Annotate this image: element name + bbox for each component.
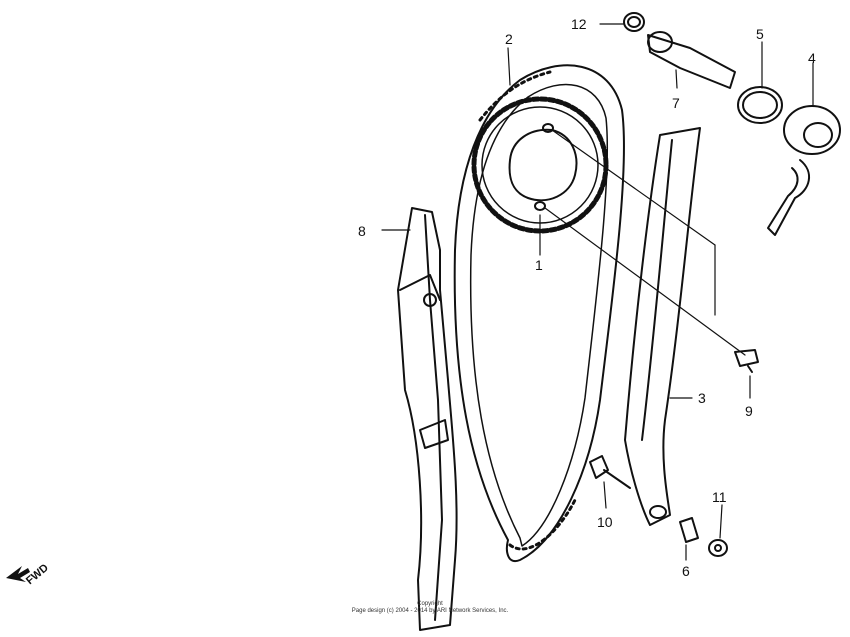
callout-2: 2 (505, 31, 513, 47)
callout-leaders (381, 23, 814, 561)
callout-11: 11 (712, 489, 727, 505)
copyright-line-1: Copyright (417, 601, 443, 607)
callout-12: 12 (571, 16, 587, 32)
callout-5: 5 (756, 26, 764, 42)
tensioner-pin (623, 12, 736, 89)
callout-10: 10 (597, 514, 613, 530)
cam-sprocket (471, 96, 609, 234)
copyright-line-2: Page design (c) 2004 - 2014 by ARI Netwo… (351, 608, 509, 614)
bolt (734, 349, 759, 373)
callout-7: 7 (672, 95, 680, 111)
cam-chain-guide (624, 127, 701, 526)
copyright-footer: Copyright Page design (c) 2004 - 2014 by… (320, 601, 540, 615)
spring-and-rotor (737, 86, 841, 236)
callout-6: 6 (682, 563, 690, 579)
callout-1: 1 (535, 257, 543, 273)
callout-8: 8 (358, 223, 366, 239)
tensioner-slipper (397, 207, 458, 631)
fwd-arrow-icon (6, 566, 30, 582)
cam-chain (453, 64, 625, 563)
callout-4: 4 (808, 50, 816, 66)
callout-9: 9 (745, 403, 753, 419)
callout-3: 3 (698, 390, 706, 406)
small-parts (589, 455, 728, 557)
